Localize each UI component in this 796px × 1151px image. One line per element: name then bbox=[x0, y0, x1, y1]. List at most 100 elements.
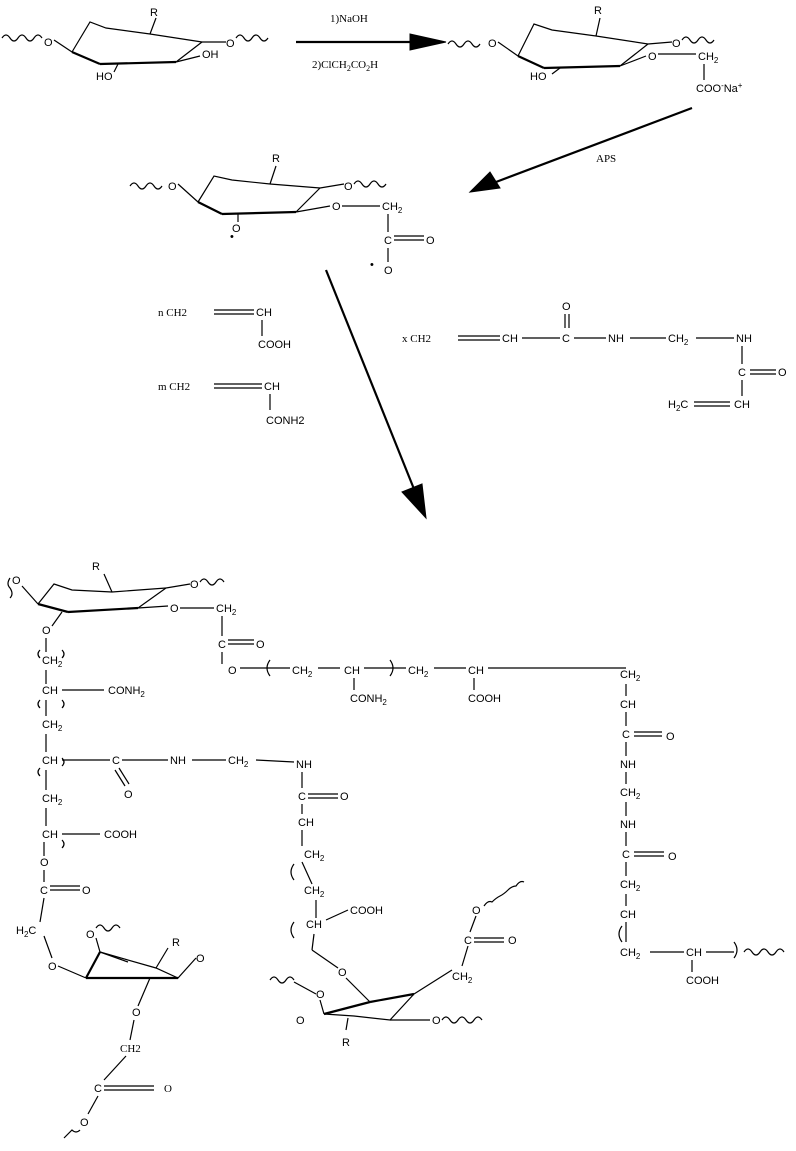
acrylamide-coefficient: m CH2 bbox=[158, 381, 190, 393]
svg-text:NH: NH bbox=[170, 755, 186, 767]
svg-text:CH: CH bbox=[468, 665, 484, 677]
wavy-bond bbox=[7, 577, 13, 599]
svg-text:O: O bbox=[124, 789, 133, 801]
aps-arrow: APS bbox=[468, 106, 693, 193]
svg-text:CONH2: CONH2 bbox=[108, 685, 145, 699]
svg-text:O: O bbox=[170, 603, 179, 615]
svg-text:O: O bbox=[80, 1117, 89, 1129]
radical-dot: • bbox=[230, 231, 234, 243]
svg-text:O: O bbox=[472, 905, 481, 917]
pyranose-ring bbox=[197, 175, 271, 203]
pyranose-ring bbox=[99, 951, 197, 979]
step1-arrow: 1)NaOH 2)ClCH2CO2H bbox=[296, 13, 447, 73]
initiator-aps: APS bbox=[596, 153, 616, 165]
svg-text:O: O bbox=[672, 38, 681, 50]
svg-text:NH: NH bbox=[608, 333, 624, 345]
hydroxyl-label: OH bbox=[202, 49, 219, 61]
svg-text:O: O bbox=[648, 51, 657, 63]
wavy-bond bbox=[129, 182, 163, 190]
macroradical-intermediate: O R O O • O CH2 C O O • bbox=[129, 153, 435, 277]
pyranose-ring bbox=[517, 23, 597, 57]
acrylic-acid-monomer: n CH2 CH COOH bbox=[158, 307, 291, 351]
svg-text:NH: NH bbox=[736, 333, 752, 345]
wavy-bond bbox=[743, 948, 785, 956]
carboxymethyl-polysaccharide: O R O HO O CH2 COO-Na+ bbox=[447, 5, 743, 95]
svg-text:CH: CH bbox=[620, 699, 636, 711]
svg-text:O: O bbox=[296, 1015, 305, 1027]
svg-text:O: O bbox=[42, 625, 51, 637]
svg-text:CH2: CH2 bbox=[120, 1043, 141, 1055]
wavy-bond bbox=[447, 40, 481, 48]
pyranose-ring bbox=[71, 21, 151, 53]
mba-crosslinker: x CH2 CH C O NH CH2 NH C O H2C CH bbox=[402, 301, 787, 413]
r-group-label: R bbox=[150, 7, 158, 19]
svg-text:CH2: CH2 bbox=[408, 665, 429, 679]
svg-text:O: O bbox=[196, 953, 205, 965]
svg-text:COOH: COOH bbox=[350, 905, 383, 917]
svg-text:O: O bbox=[432, 1015, 441, 1027]
svg-text:O: O bbox=[12, 575, 21, 587]
svg-text:O: O bbox=[666, 731, 675, 743]
svg-text:O: O bbox=[488, 38, 497, 50]
acrylamide-monomer: m CH2 CH CONH2 bbox=[158, 381, 305, 427]
svg-text:CH2: CH2 bbox=[292, 665, 313, 679]
svg-text:O: O bbox=[668, 851, 677, 863]
r-group-label: R bbox=[172, 937, 180, 949]
svg-text:O: O bbox=[344, 181, 353, 193]
svg-text:O: O bbox=[168, 181, 177, 193]
svg-text:CH: CH bbox=[42, 829, 58, 841]
svg-text:CH: CH bbox=[344, 665, 360, 677]
svg-text:O: O bbox=[426, 235, 435, 247]
svg-text:CH2: CH2 bbox=[452, 971, 473, 985]
svg-text:O: O bbox=[338, 967, 347, 979]
svg-text:O: O bbox=[40, 857, 49, 869]
svg-text:O: O bbox=[190, 579, 199, 591]
arrowhead bbox=[468, 171, 501, 193]
reagent-chloroacetic-acid: 2)ClCH2CO2H bbox=[312, 59, 378, 73]
svg-text:CH: CH bbox=[306, 919, 322, 931]
svg-text:O: O bbox=[778, 367, 787, 379]
glycosidic-oxygen-left: O bbox=[44, 37, 53, 49]
svg-text:CH: CH bbox=[42, 685, 58, 697]
wavy-bond bbox=[63, 1129, 81, 1139]
svg-text:CH: CH bbox=[256, 307, 272, 319]
svg-text:O: O bbox=[508, 935, 517, 947]
svg-text:CH: CH bbox=[620, 909, 636, 921]
svg-text:CH2: CH2 bbox=[668, 333, 689, 347]
svg-text:O: O bbox=[228, 665, 237, 677]
svg-text:H2C: H2C bbox=[668, 399, 688, 413]
r-group-label: R bbox=[92, 561, 100, 573]
pyranose-ring bbox=[323, 993, 415, 1021]
svg-text:NH: NH bbox=[620, 759, 636, 771]
starting-polysaccharide: O R O HO OH bbox=[1, 7, 269, 83]
wavy-bond bbox=[95, 924, 121, 932]
pyranose-ring bbox=[37, 583, 113, 605]
svg-text:CH2: CH2 bbox=[620, 879, 641, 893]
svg-text:C: C bbox=[112, 755, 120, 767]
svg-text:CH: CH bbox=[264, 381, 280, 393]
arrowhead bbox=[401, 483, 427, 520]
svg-text:O: O bbox=[316, 989, 325, 1001]
svg-text:C: C bbox=[40, 885, 48, 897]
svg-text:O: O bbox=[164, 1083, 172, 1095]
svg-text:COOH: COOH bbox=[686, 975, 719, 987]
svg-text:C: C bbox=[94, 1083, 102, 1095]
svg-text:CH2: CH2 bbox=[42, 793, 63, 807]
methylene-label: CH2 bbox=[698, 51, 719, 65]
crosslinker-coefficient: x CH2 bbox=[402, 333, 431, 345]
acrylic-acid-coefficient: n CH2 bbox=[158, 307, 187, 319]
hydroxyl-label: HO bbox=[530, 71, 547, 83]
svg-text:CONH2: CONH2 bbox=[350, 693, 387, 707]
svg-text:C: C bbox=[218, 639, 226, 651]
oxy-radical: O bbox=[232, 223, 241, 235]
acrylic-acid-cooh: COOH bbox=[258, 339, 291, 351]
hydroxyl-label: HO bbox=[96, 71, 113, 83]
polymerization-arrow bbox=[324, 269, 427, 520]
svg-text:COOH: COOH bbox=[104, 829, 137, 841]
wavy-bond bbox=[483, 880, 525, 907]
svg-text:CH2: CH2 bbox=[304, 849, 325, 863]
methylene-label: CH2 bbox=[382, 201, 403, 215]
reagent-naoh: 1)NaOH bbox=[330, 13, 368, 25]
svg-text:O: O bbox=[562, 301, 571, 313]
svg-text:CH2: CH2 bbox=[42, 719, 63, 733]
